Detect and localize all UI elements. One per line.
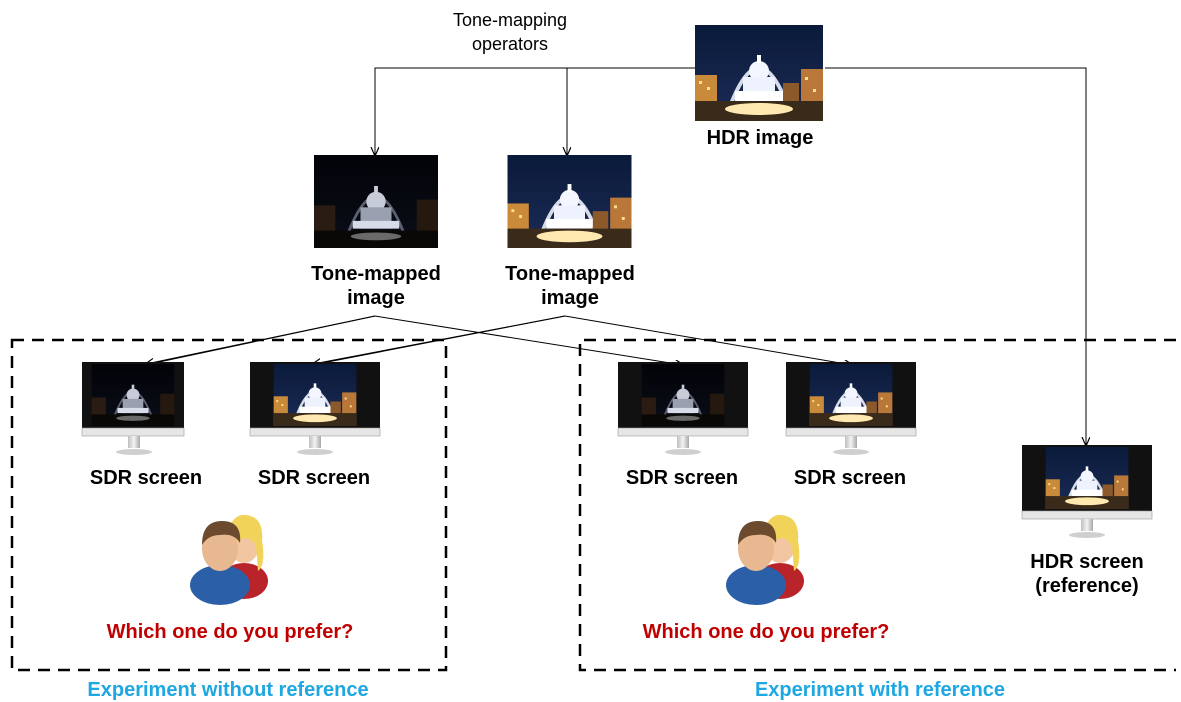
sdr-screen-label: SDR screen — [257, 467, 371, 489]
sdr-monitor-4 — [785, 362, 917, 455]
sdr-screen-label: SDR screen — [793, 467, 907, 489]
sdr-monitor-1 — [81, 362, 185, 455]
hdr-image-label: HDR image — [706, 127, 814, 149]
box-without-reference — [10, 338, 448, 672]
tone-mapped-2-line1: Tone-mapped — [505, 263, 635, 285]
caption-without-reference: Experiment without reference — [87, 679, 369, 701]
caption-with-reference: Experiment with reference — [754, 679, 1006, 701]
sdr-screen-label: SDR screen — [625, 467, 739, 489]
tone-mapped-image-dark — [314, 155, 438, 248]
tone-mapped-label-1: Tone-mapped image — [290, 262, 462, 310]
question-without-reference: Which one do you prefer? — [106, 621, 354, 643]
tone-mapped-image-bright — [506, 155, 633, 248]
hdr-monitor — [1021, 445, 1153, 538]
hdr-screen-label: HDR screen (reference) — [1002, 550, 1172, 598]
tone-mapped-1-line1: Tone-mapped — [311, 263, 441, 285]
tone-mapped-2-line2: image — [541, 287, 599, 309]
question-with-reference: Which one do you prefer? — [642, 621, 890, 643]
hdr-image — [695, 25, 823, 121]
operators-label: Tone-mapping operators — [440, 8, 580, 56]
hdr-screen-line2: (reference) — [1035, 575, 1139, 597]
sdr-monitor-3 — [617, 362, 749, 455]
tone-mapped-label-2: Tone-mapped image — [484, 262, 656, 310]
operators-label-line1: Tone-mapping — [452, 10, 568, 30]
hdr-screen-line1: HDR screen — [1030, 551, 1144, 573]
tone-mapped-1-line2: image — [347, 287, 405, 309]
users-icon — [190, 514, 268, 605]
operators-label-line2: operators — [471, 34, 549, 54]
sdr-monitor-2 — [249, 362, 381, 455]
sdr-screen-label: SDR screen — [89, 467, 203, 489]
users-icon — [726, 514, 804, 605]
box-with-reference — [578, 338, 1176, 672]
